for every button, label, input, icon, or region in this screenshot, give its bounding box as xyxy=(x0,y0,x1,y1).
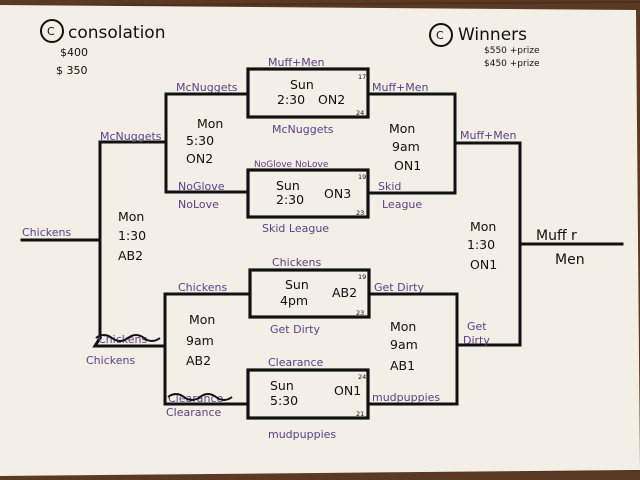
game-2-time: 2:30 xyxy=(276,192,304,207)
wood-grain xyxy=(0,1,640,7)
winners-champion-line-1: Muff r xyxy=(536,228,577,244)
w-semi-1-court: ON1 xyxy=(394,158,421,173)
game-4-score-bottom: 21 xyxy=(356,410,364,418)
c-semi-2-court: AB2 xyxy=(186,353,211,368)
game-3: Chickens Sun 4pm AB2 19 23 Get Dirty xyxy=(270,256,366,336)
winners-champion-line-2: Men xyxy=(555,252,585,268)
w-final-court: ON1 xyxy=(470,257,497,272)
consolation-circle-mark xyxy=(40,19,64,43)
consolation-prize-2: $ 350 xyxy=(56,64,88,77)
winners-semi-2: Get Dirty Mon 9am AB1 mudpuppies xyxy=(372,281,440,404)
w-semi-2-time: 9am xyxy=(390,337,418,352)
game-2-score-top: 19 xyxy=(358,173,366,181)
c-final-day: Mon xyxy=(118,209,144,224)
c-final-time: 1:30 xyxy=(118,228,146,243)
w-final-team-bottom-2: Dirty xyxy=(463,334,490,347)
consolation-header: C consolation $400 $ 350 xyxy=(40,19,165,77)
game-4-team-bottom: mudpuppies xyxy=(268,428,336,441)
c-semi-1-team-top: McNuggets xyxy=(176,81,238,94)
winners-header: C Winners $550 +prize $450 +prize xyxy=(429,23,540,69)
game-2-court: ON3 xyxy=(324,186,351,201)
c-semi-1-court: ON2 xyxy=(186,151,213,166)
w-semi-1-time: 9am xyxy=(392,139,420,154)
w-semi-2-day: Mon xyxy=(390,319,416,334)
game-4-day: Sun xyxy=(270,378,294,393)
winners-circle-mark xyxy=(429,23,453,47)
w-final-team-top: Muff+Men xyxy=(460,129,517,142)
c-final-court: AB2 xyxy=(118,248,143,263)
game-3-score-bottom: 23 xyxy=(356,309,364,317)
w-semi-2-court: AB1 xyxy=(390,358,415,373)
w-final-team-bottom-1: Get xyxy=(467,320,487,333)
scribble-mark xyxy=(167,393,233,401)
consolation-semi-1: McNuggets Mon 5:30 ON2 NoGlove NoLove xyxy=(176,81,238,211)
w-final-time: 1:30 xyxy=(467,237,495,252)
game-1-time: 2:30 xyxy=(277,92,305,107)
bracket-lines xyxy=(20,67,624,420)
game-4-time: 5:30 xyxy=(270,393,298,408)
w-final-day: Mon xyxy=(470,219,496,234)
game-2-day: Sun xyxy=(276,178,300,193)
w-semi-1-day: Mon xyxy=(389,121,415,136)
consolation-mark: C xyxy=(47,25,55,38)
c-semi-1-time: 5:30 xyxy=(186,133,214,148)
game-3-court: AB2 xyxy=(332,285,357,300)
game-3-team-bottom: Get Dirty xyxy=(270,323,320,336)
winners-prize-2: $450 +prize xyxy=(484,59,540,69)
c-semi-2-time: 9am xyxy=(186,333,214,348)
game-1-team-bottom: McNuggets xyxy=(272,123,334,136)
game-1: Muff+Men Sun 2:30 ON2 17 24 McNuggets xyxy=(268,56,366,136)
game-2-team-top: NoGlove NoLove xyxy=(254,160,329,170)
w-semi-1-team-bottom-2: League xyxy=(382,198,422,211)
consolation-prize-1: $400 xyxy=(60,46,88,59)
game-2: NoGlove NoLove Sun 2:30 ON3 19 23 Skid L… xyxy=(254,160,366,235)
paper-sheet xyxy=(0,5,640,476)
c-final-team-top: McNuggets xyxy=(100,130,162,143)
game-1-court: ON2 xyxy=(318,92,345,107)
game-4-score-top: 24 xyxy=(358,373,366,381)
w-semi-2-team-top: Get Dirty xyxy=(374,281,424,294)
game-1-score-top: 17 xyxy=(358,73,366,81)
scribble-mark xyxy=(95,334,161,342)
w-semi-1-team-top: Muff+Men xyxy=(372,81,429,94)
game-1-score-bottom: 24 xyxy=(356,109,364,117)
consolation-final-bracket-bottom xyxy=(92,335,167,348)
game-4-court: ON1 xyxy=(334,383,361,398)
game-box-4 xyxy=(246,368,370,420)
game-3-day: Sun xyxy=(285,277,309,292)
consolation-semi-2-bracket xyxy=(163,292,252,406)
consolation-final-bracket-top xyxy=(98,140,168,340)
consolation-title: consolation xyxy=(68,23,165,43)
game-1-team-top: Muff+Men xyxy=(268,56,325,69)
c-semi-1-team-bottom: NoLove xyxy=(178,198,219,211)
game-3-score-top: 19 xyxy=(358,273,366,281)
c-semi-2-team-bottom: Clearance xyxy=(166,406,222,419)
winners-semi-2-bracket xyxy=(366,292,459,406)
c-semi-1-day: Mon xyxy=(197,116,223,131)
consolation-semi-2: Chickens Mon 9am AB2 Clearance Clearance xyxy=(166,281,233,419)
winners-final-bracket-top xyxy=(453,141,522,347)
game-2-team-bottom: Skid League xyxy=(262,222,329,235)
c-final-team-bottom: Chickens xyxy=(86,354,135,367)
winners-prize-1: $550 +prize xyxy=(484,46,540,56)
game-3-time: 4pm xyxy=(280,293,308,308)
game-3-team-top: Chickens xyxy=(272,256,321,269)
winners-mark: C xyxy=(436,29,444,42)
consolation-final: McNuggets Mon 1:30 AB2 Chickens Chickens… xyxy=(22,130,162,367)
game-1-day: Sun xyxy=(290,77,314,92)
winners-title: Winners xyxy=(458,25,527,45)
consolation-winner: Chickens xyxy=(22,226,71,239)
w-semi-2-team-bottom: mudpuppies xyxy=(372,391,440,404)
game-2-score-bottom: 23 xyxy=(356,209,364,217)
c-semi-2-team-top: Chickens xyxy=(178,281,227,294)
game-4-team-top: Clearance xyxy=(268,356,324,369)
w-semi-1-team-bottom-1: Skid xyxy=(378,180,401,193)
c-semi-2-day: Mon xyxy=(189,312,215,327)
winners-final: Muff+Men Mon 1:30 ON1 Get Dirty Muff r M… xyxy=(460,129,585,347)
game-4: Clearance Sun 5:30 ON1 24 21 mudpuppies xyxy=(268,356,366,441)
winners-semi-1: Muff+Men Mon 9am ON1 Skid League xyxy=(372,81,429,211)
c-semi-1-team-bottom-top: NoGlove xyxy=(178,180,225,193)
